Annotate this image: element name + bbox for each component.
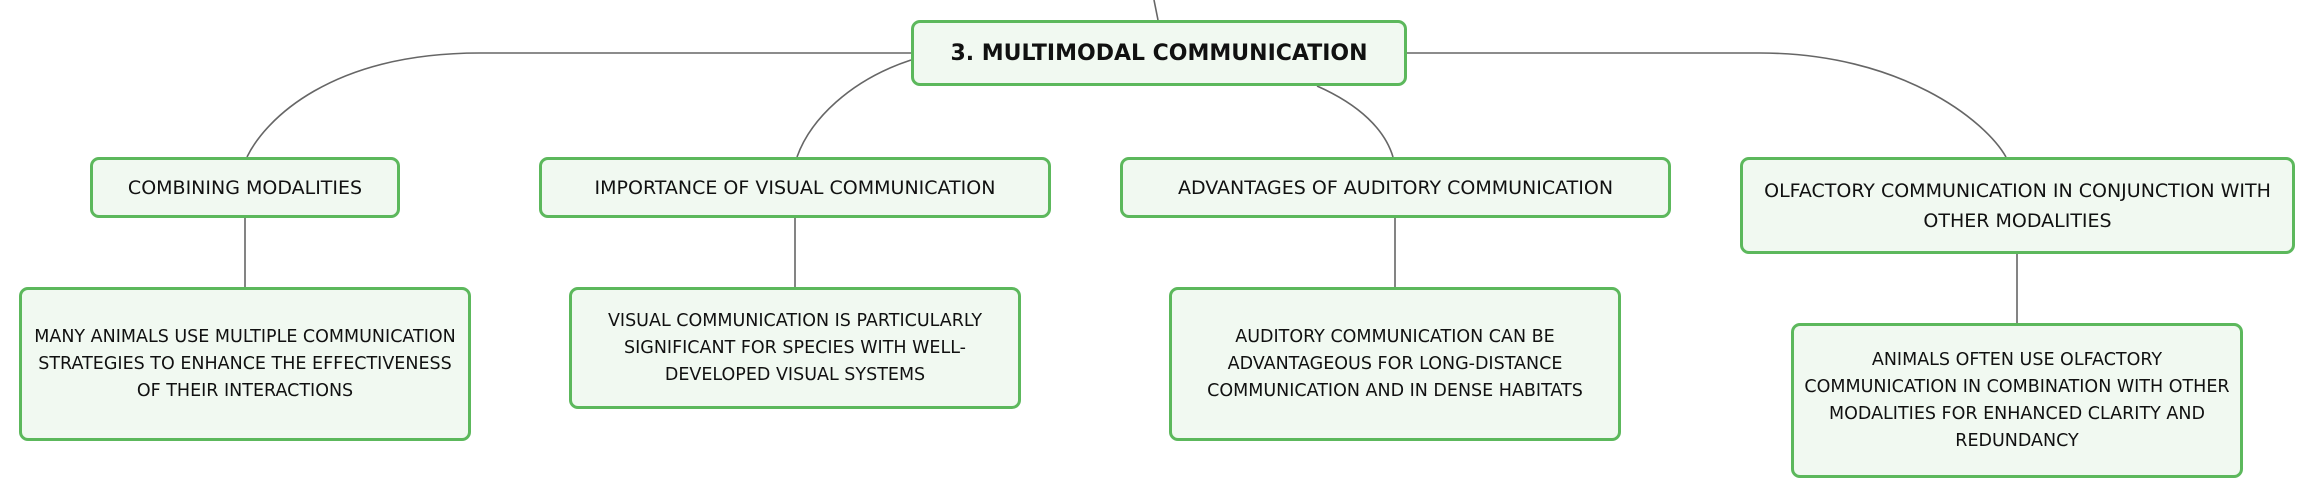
detail-node-auditory-communication[interactable]: AUDITORY COMMUNICATION CAN BE ADVANTAGEO… <box>1169 287 1621 441</box>
root-node[interactable]: 3. MULTIMODAL COMMUNICATION <box>911 20 1407 86</box>
detail-node-olfactory-communication[interactable]: ANIMALS OFTEN USE OLFACTORY COMMUNICATIO… <box>1791 323 2243 478</box>
connector-root-branch-2 <box>796 59 912 158</box>
branch-label: OLFACTORY COMMUNICATION IN CONJUNCTION W… <box>1764 179 2271 232</box>
connector-root-branch-3 <box>1316 85 1394 158</box>
branch-node-auditory-communication[interactable]: ADVANTAGES OF AUDITORY COMMUNICATION <box>1120 157 1671 218</box>
branch-label: ADVANTAGES OF AUDITORY COMMUNICATION <box>1177 176 1614 199</box>
connector-root-branch-1 <box>246 52 911 158</box>
detail-text: MANY ANIMALS USE MULTIPLE COMMUNICATION … <box>34 326 456 401</box>
connector-parent <box>1153 0 1159 21</box>
branch-node-visual-communication[interactable]: IMPORTANCE OF VISUAL COMMUNICATION <box>539 157 1051 218</box>
branch-node-combining-modalities[interactable]: COMBINING MODALITIES <box>90 157 400 218</box>
detail-text: ANIMALS OFTEN USE OLFACTORY COMMUNICATIO… <box>1804 349 2230 451</box>
connector-root-branch-4 <box>1407 52 2007 158</box>
detail-node-combining-modalities[interactable]: MANY ANIMALS USE MULTIPLE COMMUNICATION … <box>19 287 471 441</box>
detail-node-visual-communication[interactable]: VISUAL COMMUNICATION IS PARTICULARLY SIG… <box>569 287 1021 409</box>
branch-label: IMPORTANCE OF VISUAL COMMUNICATION <box>594 176 996 199</box>
root-label: 3. MULTIMODAL COMMUNICATION <box>950 40 1368 66</box>
detail-text: AUDITORY COMMUNICATION CAN BE ADVANTAGEO… <box>1207 326 1583 401</box>
branch-label: COMBINING MODALITIES <box>127 176 363 199</box>
detail-text: VISUAL COMMUNICATION IS PARTICULARLY SIG… <box>607 310 983 385</box>
branch-node-olfactory-communication[interactable]: OLFACTORY COMMUNICATION IN CONJUNCTION W… <box>1740 157 2295 254</box>
